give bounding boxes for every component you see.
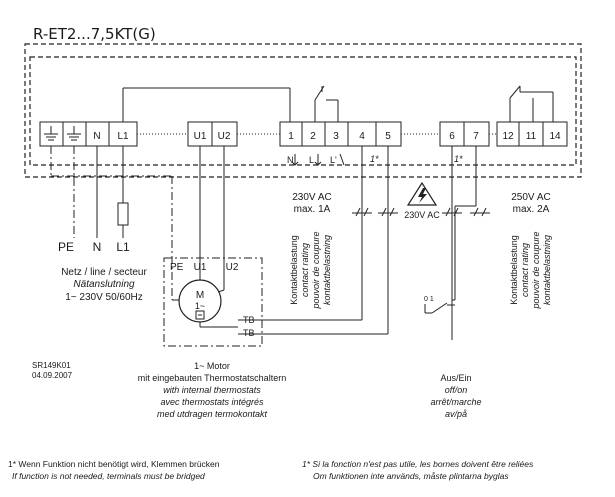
terminal-label-7: 7 (473, 131, 479, 142)
footnote-right-line2: Om funktionen inte används, måste plinta… (313, 471, 509, 481)
contact-right-voltage: 250V AC (511, 192, 550, 203)
rating-label-sv: kontaktbelastning (322, 235, 332, 305)
motor-label-tb2: TB (243, 328, 255, 338)
fuse-icon (117, 202, 129, 226)
supply-text-line1: Netz / line / secteur (61, 267, 147, 278)
supply-wiring (50, 146, 477, 335)
marker-l-prime: L' (330, 155, 337, 165)
rating-label-sv: kontaktbelastning (542, 235, 552, 305)
rating-label-fr: pouvoir de coupure (531, 231, 541, 309)
motor-caption-line2: mit eingebauten Thermostatschaltern (138, 373, 286, 383)
bridge-note-marker-right: 1* (454, 154, 463, 164)
motor-symbol-phase: 1~ (195, 301, 205, 311)
controller-housing-outline (24, 43, 582, 178)
rating-label-en: contact rating (520, 243, 530, 297)
contact-rating-left: Kontaktbelastung contact rating pouvoir … (289, 231, 332, 309)
terminal-label-3: 3 (333, 131, 339, 142)
contact-right-current: max. 2A (513, 204, 550, 215)
terminal-label-11: 11 (526, 131, 537, 142)
supply-label-n: N (93, 240, 102, 254)
terminal-label-u1: U1 (194, 131, 207, 142)
high-voltage-warning-icon (406, 181, 438, 206)
motor-caption-line4: avec thermostats intégrés (160, 397, 264, 407)
rating-label-de: Kontaktbelastung (289, 235, 299, 305)
motor-icon (172, 262, 238, 328)
terminal-label-2: 2 (310, 131, 316, 142)
on-off-switch-icon[interactable]: 0 1 (424, 296, 455, 340)
motor-caption-line5: med utdragen termokontakt (157, 409, 268, 419)
motor-label-tb1: TB (243, 315, 255, 325)
contact-left-voltage: 230V AC (292, 192, 331, 203)
diagram-title: R-ET2...7,5KT(G) (33, 25, 156, 43)
terminal-label-n: N (93, 131, 100, 142)
supply-label-pe: PE (58, 240, 74, 254)
switch-caption-line4: av/på (445, 409, 467, 419)
terminal-strip: N L1 U1 U2 1 2 3 4 5 6 7 12 11 14 (39, 121, 568, 147)
isolation-break-marks (352, 207, 490, 217)
switch-position-mark: 0 1 (424, 296, 434, 303)
motor-enclosure (163, 257, 263, 347)
marker-n: N (287, 155, 294, 165)
supply-text-line3: 1~ 230V 50/60Hz (65, 292, 143, 303)
motor-caption-line3: with internal thermostats (163, 385, 261, 395)
contact-markers: N L L' 1* 1* (287, 153, 463, 166)
terminal-11[interactable] (518, 121, 544, 147)
terminal-label-14: 14 (549, 131, 561, 142)
internal-wiring (122, 85, 554, 122)
motor-caption-line1: 1~ Motor (194, 361, 230, 371)
thermostat-icon (195, 310, 205, 320)
rating-label-fr: pouvoir de coupure (311, 231, 321, 309)
terminal-14[interactable] (542, 121, 568, 147)
terminal-label-12: 12 (502, 131, 514, 142)
motor-symbol-m: M (196, 290, 204, 301)
footnote-right-line1: 1* Si la fonction n'est pas utile, les b… (302, 459, 534, 469)
motor-label-u1: U1 (194, 262, 207, 273)
doc-id: SR149K01 (32, 361, 71, 370)
footnote-left-line2: If function is not needed, terminals mus… (12, 471, 205, 481)
switch-caption-line2: off/on (445, 385, 468, 395)
supply-label-l1: L1 (116, 240, 130, 254)
terminal-label-l1: L1 (117, 131, 129, 142)
controller-board-outline (29, 56, 577, 166)
ground-icon (44, 126, 58, 141)
rating-label-de: Kontaktbelastung (509, 235, 519, 305)
terminal-label-4: 4 (359, 131, 365, 142)
motor-label-u2: U2 (226, 262, 239, 273)
footnote-left-line1: 1* Wenn Funktion nicht benötigt wird, Kl… (8, 459, 220, 469)
motor-label-pe: PE (170, 262, 184, 273)
doc-date: 04.09.2007 (32, 371, 73, 380)
supply-text-line2: Nätanslutning (73, 279, 135, 290)
terminal-5[interactable] (375, 121, 402, 147)
switch-caption-line3: arrêt/marche (430, 397, 481, 407)
switch-caption-line1: Aus/Ein (440, 373, 471, 383)
bridge-note-marker-left: 1* (370, 154, 379, 164)
terminal-label-1: 1 (288, 131, 294, 142)
warning-voltage: 230V AC (404, 210, 440, 220)
contact-rating-right: Kontaktbelastung contact rating pouvoir … (509, 231, 552, 309)
ground-icon (67, 126, 81, 141)
marker-l: L (309, 155, 314, 165)
terminal-label-5: 5 (385, 131, 391, 142)
contact-left-current: max. 1A (294, 204, 331, 215)
rating-label-en: contact rating (300, 243, 310, 297)
terminal-label-6: 6 (449, 131, 455, 142)
terminal-label-u2: U2 (218, 131, 231, 142)
